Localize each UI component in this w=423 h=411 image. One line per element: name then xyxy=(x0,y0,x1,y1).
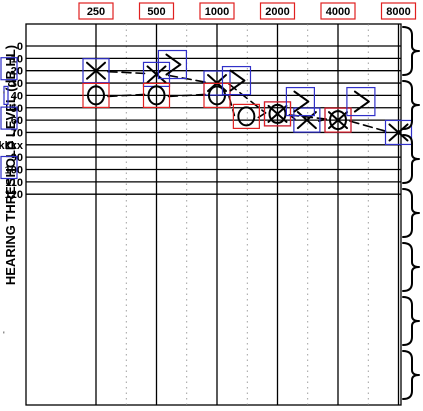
x-marker-box xyxy=(384,119,413,146)
bracket-marker-box xyxy=(157,49,188,80)
o-marker xyxy=(147,85,166,106)
bracket-marker xyxy=(293,90,310,113)
o-marker xyxy=(237,106,256,127)
x-tick-labels: 250 500 1000 2000 4000 8000 xyxy=(78,2,417,20)
x-tick-label: 1000 xyxy=(205,6,229,18)
y-tick-label: 100 xyxy=(5,165,23,177)
x-tick-label: 250 xyxy=(87,6,105,18)
o-marker-box xyxy=(142,82,171,109)
bracket-marker xyxy=(229,69,246,92)
y-tick-label: 40 xyxy=(11,90,23,102)
data-marks xyxy=(82,49,413,146)
o-marker-box xyxy=(324,107,352,133)
x-tick-label: 8000 xyxy=(386,6,410,18)
right-bracket xyxy=(402,26,420,76)
o-marker xyxy=(268,103,287,124)
o-marker-box xyxy=(232,103,260,129)
x-marker xyxy=(296,111,317,130)
stray-marks: '' xyxy=(3,90,5,340)
x-tick-box xyxy=(138,2,175,20)
grid-frame xyxy=(25,23,402,406)
x-marker xyxy=(86,61,106,80)
x-marker-box xyxy=(82,58,110,84)
bracket-marker xyxy=(165,53,182,76)
x-tick-box xyxy=(259,2,296,20)
x-tick-label: 500 xyxy=(147,6,165,18)
o-marker-box xyxy=(203,82,231,109)
x-tick-box xyxy=(380,2,417,20)
y-tick-box xyxy=(0,106,18,130)
y-tick-label: 120 xyxy=(5,189,23,201)
y-tick-label: 30 xyxy=(11,78,23,90)
x-tick-box xyxy=(320,2,356,20)
y-tick-label: kkkx xyxy=(0,140,24,152)
o-marker-box xyxy=(263,101,292,127)
y-tick-box xyxy=(0,155,18,180)
y-tick-box xyxy=(3,85,9,106)
x-marker-box xyxy=(293,107,321,133)
o-marker xyxy=(208,85,226,106)
right-bracket xyxy=(402,350,420,400)
x-tick-label: 2000 xyxy=(265,6,289,18)
bracket-marker-box xyxy=(346,86,376,117)
o-marker-box xyxy=(82,82,110,109)
bracket-marker-box xyxy=(221,65,252,96)
x-marker xyxy=(146,65,167,84)
y-tick-label: 0 xyxy=(17,41,23,53)
right-bracket xyxy=(402,296,420,346)
right-bracket xyxy=(402,188,420,238)
y-tick-label: 70 xyxy=(11,127,23,139)
o-marker xyxy=(87,85,105,106)
y-tick-box xyxy=(0,57,18,81)
x-tick-box xyxy=(78,2,114,20)
right-brackets xyxy=(402,26,420,400)
y-tick-label: 110 xyxy=(5,177,23,189)
o-marker xyxy=(329,110,347,131)
series-connector-line xyxy=(107,93,327,120)
right-bracket xyxy=(402,80,420,130)
bracket-marker xyxy=(353,90,370,113)
x-marker xyxy=(388,123,409,142)
bracket-marker-box xyxy=(285,86,315,117)
x-tick-label: 4000 xyxy=(326,6,350,18)
x-tick-box xyxy=(199,2,235,20)
right-bracket xyxy=(402,242,420,292)
stray-tick-mark: ' xyxy=(3,90,5,100)
stray-tick-mark: ' xyxy=(3,330,5,340)
right-bracket xyxy=(402,134,420,184)
